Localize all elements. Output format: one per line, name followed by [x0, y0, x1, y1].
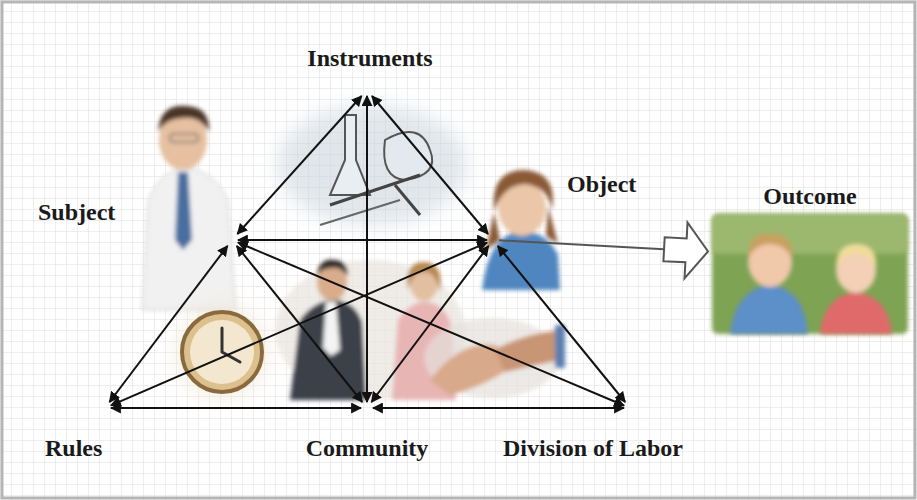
concept-label: Rules — [45, 434, 102, 462]
block-arrowhead — [663, 222, 708, 278]
outcome-arrow — [499, 222, 708, 278]
connector-line — [238, 239, 487, 241]
connector-line — [372, 96, 488, 234]
children-picture — [712, 214, 908, 334]
double-arrow — [373, 408, 624, 409]
vertex-node: Rules — [99, 402, 111, 414]
concept-label: Object — [567, 170, 636, 198]
concept-label: Subject — [38, 198, 115, 226]
concept-label: Community — [306, 434, 429, 462]
double-arrow — [111, 408, 361, 409]
double-arrow — [372, 96, 488, 234]
connector-line — [373, 407, 624, 409]
vertex-node: Instruments — [361, 84, 373, 96]
vertex-node: Subject — [226, 234, 238, 246]
scientist-picture — [142, 106, 236, 310]
concept-label: Instruments — [307, 44, 432, 72]
connector-line — [237, 96, 361, 234]
connector-line — [111, 407, 361, 409]
vertex-node: Community — [361, 402, 373, 414]
double-arrow — [237, 96, 361, 234]
double-arrow — [367, 96, 368, 402]
double-arrow — [111, 243, 487, 406]
connector-line — [499, 240, 664, 249]
double-arrow — [110, 246, 228, 402]
connector-line — [366, 96, 368, 402]
concept-label: Division of Labor — [503, 434, 683, 462]
outcome-box: Outcome — [708, 178, 912, 336]
vertex-node: Division of Labor — [624, 402, 636, 414]
clock-picture — [176, 306, 268, 398]
instruments-picture — [277, 105, 467, 225]
connector-line — [110, 246, 228, 402]
double-arrow — [238, 240, 487, 241]
girl-picture — [482, 170, 560, 290]
concept-label: Outcome — [708, 182, 912, 210]
vertex-node: Object — [487, 234, 499, 246]
connector-line — [111, 243, 487, 406]
